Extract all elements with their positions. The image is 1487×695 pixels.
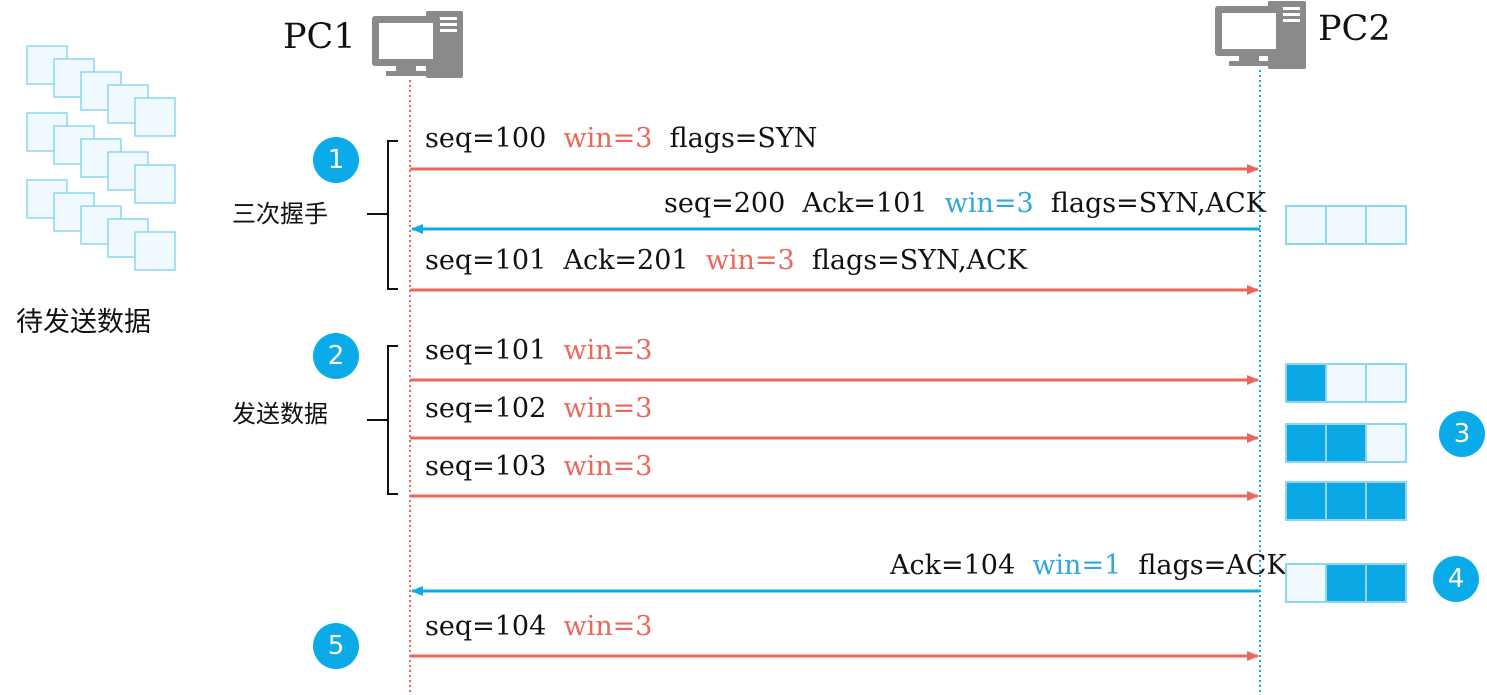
receive-window-buffer: [1285, 205, 1407, 245]
message-label: seq=200 Ack=101 win=3 flags=SYN,ACK: [664, 190, 1266, 217]
seq-value: seq=101: [425, 335, 547, 366]
buffer-slot: [1365, 205, 1407, 245]
message-label: seq=101 Ack=201 win=3 flags=SYN,ACK: [425, 247, 1027, 274]
win-value: win=3: [944, 188, 1034, 219]
sending-bracket: [367, 345, 398, 495]
step-badge-5: 5: [313, 623, 359, 669]
seq-value: seq=103: [425, 451, 547, 482]
step-badge-2: 2: [313, 333, 359, 379]
pending-data-label: 待发送数据: [16, 307, 151, 338]
ack-value: Ack=101: [802, 188, 928, 219]
buffer-slot: [1365, 481, 1407, 521]
seq-value: seq=101: [425, 245, 547, 276]
win-value: win=3: [563, 393, 653, 424]
buffer-slot: [1365, 563, 1407, 603]
win-value: win=3: [563, 611, 653, 642]
seq-value: seq=102: [425, 393, 547, 424]
ack-value: Ack=201: [563, 245, 689, 276]
receive-window-buffer: [1285, 563, 1407, 603]
flags-value: flags=SYN,ACK: [811, 245, 1027, 276]
handshake-label: 三次握手: [232, 200, 328, 228]
buffer-slot: [1285, 563, 1327, 603]
buffer-slot: [1325, 563, 1367, 603]
pc1-label: PC1: [283, 17, 356, 57]
buffer-slot: [1285, 481, 1327, 521]
buffer-slot: [1325, 205, 1367, 245]
seq-value: seq=200: [664, 188, 786, 219]
seq-value: seq=104: [425, 611, 547, 642]
buffer-slot: [1285, 363, 1327, 403]
buffer-slot: [1325, 363, 1367, 403]
flags-value: flags=SYN: [669, 123, 818, 154]
win-value: win=1: [1032, 550, 1122, 581]
receive-window-buffer: [1285, 481, 1407, 521]
step-badge-4: 4: [1433, 556, 1479, 602]
buffer-slot: [1325, 481, 1367, 521]
win-value: win=3: [563, 451, 653, 482]
message-label: seq=100 win=3 flags=SYN: [425, 125, 817, 152]
sending-label: 发送数据: [232, 400, 328, 428]
seq-value: seq=100: [425, 123, 547, 154]
win-value: win=3: [563, 123, 653, 154]
buffer-slot: [1325, 423, 1367, 463]
receive-window-buffer: [1285, 363, 1407, 403]
win-value: win=3: [705, 245, 795, 276]
message-label: seq=102 win=3: [425, 395, 652, 422]
desktop-computer-icon: [1215, 1, 1306, 69]
message-label: seq=104 win=3: [425, 613, 652, 640]
buffer-slot: [1365, 363, 1407, 403]
message-label: seq=101 win=3: [425, 337, 652, 364]
step-badge-3: 3: [1439, 411, 1485, 457]
flags-value: flags=ACK: [1138, 550, 1287, 581]
buffer-slot: [1365, 423, 1407, 463]
receive-window-buffer: [1285, 423, 1407, 463]
message-label: Ack=104 win=1 flags=ACK: [890, 552, 1287, 579]
buffer-slot: [1285, 423, 1327, 463]
pending-data-stack: [26, 45, 176, 271]
pc2-label: PC2: [1318, 9, 1391, 49]
win-value: win=3: [563, 335, 653, 366]
buffer-slot: [1285, 205, 1327, 245]
step-badge-1: 1: [313, 137, 359, 183]
message-label: seq=103 win=3: [425, 453, 652, 480]
ack-value: Ack=104: [890, 550, 1016, 581]
flags-value: flags=SYN,ACK: [1050, 188, 1266, 219]
handshake-bracket: [367, 140, 398, 290]
desktop-computer-icon: [372, 11, 463, 78]
